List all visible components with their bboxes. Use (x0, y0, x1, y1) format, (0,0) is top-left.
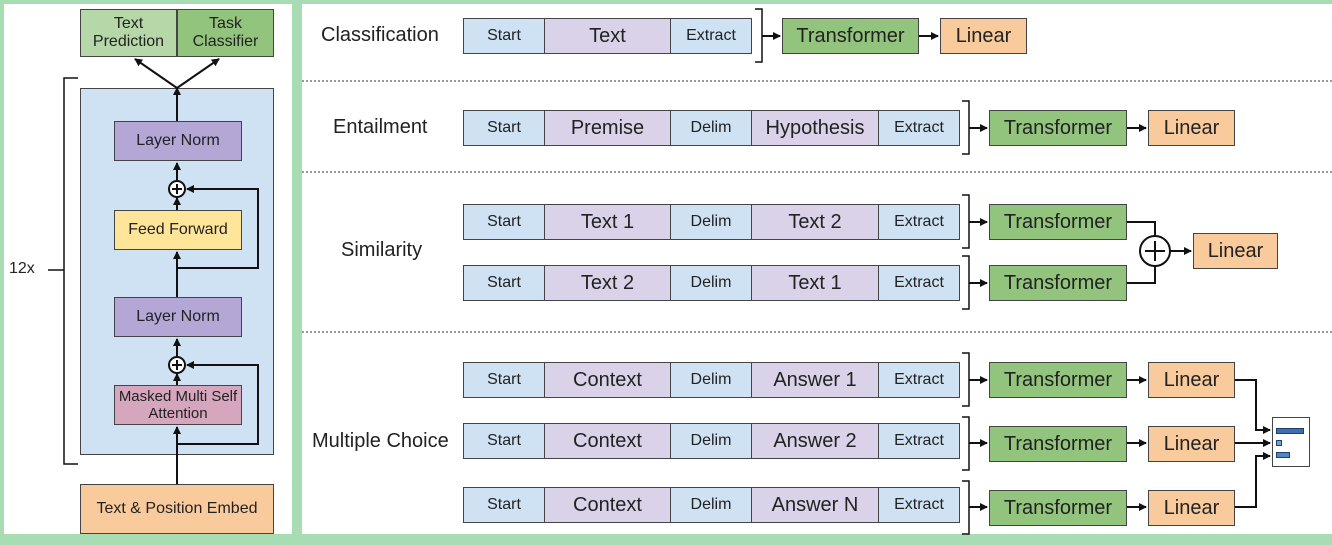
token-extract: Extract (879, 363, 959, 397)
token-start: Start (464, 363, 545, 397)
token-extract: Extract (879, 488, 959, 522)
token-extract: Extract (671, 19, 751, 53)
token-delim: Delim (671, 363, 752, 397)
token-start: Start (464, 205, 545, 239)
entailment-transformer: Transformer (989, 110, 1127, 146)
similarity-transformer-1: Transformer (989, 204, 1127, 240)
text-prediction-head: Text Prediction (80, 9, 177, 57)
token-context: Context (545, 424, 671, 458)
token-answer-1: Answer 1 (752, 363, 879, 397)
token-delim: Delim (671, 205, 752, 239)
token-text-2: Text 2 (545, 266, 671, 300)
choice-transformer-2: Transformer (989, 426, 1127, 462)
classification-transformer: Transformer (782, 18, 919, 54)
layer-norm-top: Layer Norm (114, 121, 242, 161)
multiple-choice-label: Multiple Choice (312, 430, 449, 452)
choice-linear-1: Linear (1148, 362, 1235, 398)
token-extract: Extract (879, 205, 959, 239)
token-delim: Delim (671, 266, 752, 300)
repeat-label: 12x (9, 260, 35, 277)
token-start: Start (464, 111, 545, 145)
task-classifier-head: Task Classifier (177, 9, 274, 57)
text-position-embed: Text & Position Embed (80, 484, 274, 534)
choice-transformer-1: Transformer (989, 362, 1127, 398)
similarity-input-1: Start Text 1 Delim Text 2 Extract (463, 204, 960, 240)
choice-input-2: Start Context Delim Answer 2 Extract (463, 423, 960, 459)
masked-self-attention: Masked Multi Self Attention (114, 385, 242, 425)
token-start: Start (464, 488, 545, 522)
choice-input-1: Start Context Delim Answer 1 Extract (463, 362, 960, 398)
classification-linear: Linear (940, 18, 1027, 54)
token-extract: Extract (879, 424, 959, 458)
classification-label: Classification (321, 24, 439, 46)
similarity-linear: Linear (1193, 233, 1278, 269)
token-delim: Delim (671, 111, 752, 145)
feed-forward: Feed Forward (114, 210, 242, 250)
token-extract: Extract (879, 266, 959, 300)
token-extract: Extract (879, 111, 959, 145)
choice-transformer-3: Transformer (989, 490, 1127, 526)
layer-norm-bottom: Layer Norm (114, 297, 242, 337)
classification-input: Start Text Extract (463, 18, 752, 54)
similarity-input-2: Start Text 2 Delim Text 1 Extract (463, 265, 960, 301)
choice-linear-3: Linear (1148, 490, 1235, 526)
token-delim: Delim (671, 488, 752, 522)
token-text: Text (545, 19, 671, 53)
similarity-label: Similarity (341, 239, 423, 261)
token-start: Start (464, 266, 545, 300)
token-premise: Premise (545, 111, 671, 145)
token-answer-n: Answer N (752, 488, 879, 522)
softmax-icon (1272, 417, 1310, 467)
entailment-input: Start Premise Delim Hypothesis Extract (463, 110, 960, 146)
token-delim: Delim (671, 424, 752, 458)
separator (302, 80, 1332, 82)
token-text-2: Text 2 (752, 205, 879, 239)
token-text-1: Text 1 (545, 205, 671, 239)
token-start: Start (464, 19, 545, 53)
token-answer-2: Answer 2 (752, 424, 879, 458)
choice-input-3: Start Context Delim Answer N Extract (463, 487, 960, 523)
choice-linear-2: Linear (1148, 426, 1235, 462)
token-text-1: Text 1 (752, 266, 879, 300)
token-context: Context (545, 363, 671, 397)
token-hypothesis: Hypothesis (752, 111, 879, 145)
separator (302, 171, 1332, 173)
separator (302, 331, 1332, 333)
entailment-linear: Linear (1148, 110, 1235, 146)
entailment-label: Entailment (333, 116, 428, 138)
similarity-transformer-2: Transformer (989, 265, 1127, 301)
token-context: Context (545, 488, 671, 522)
token-start: Start (464, 424, 545, 458)
